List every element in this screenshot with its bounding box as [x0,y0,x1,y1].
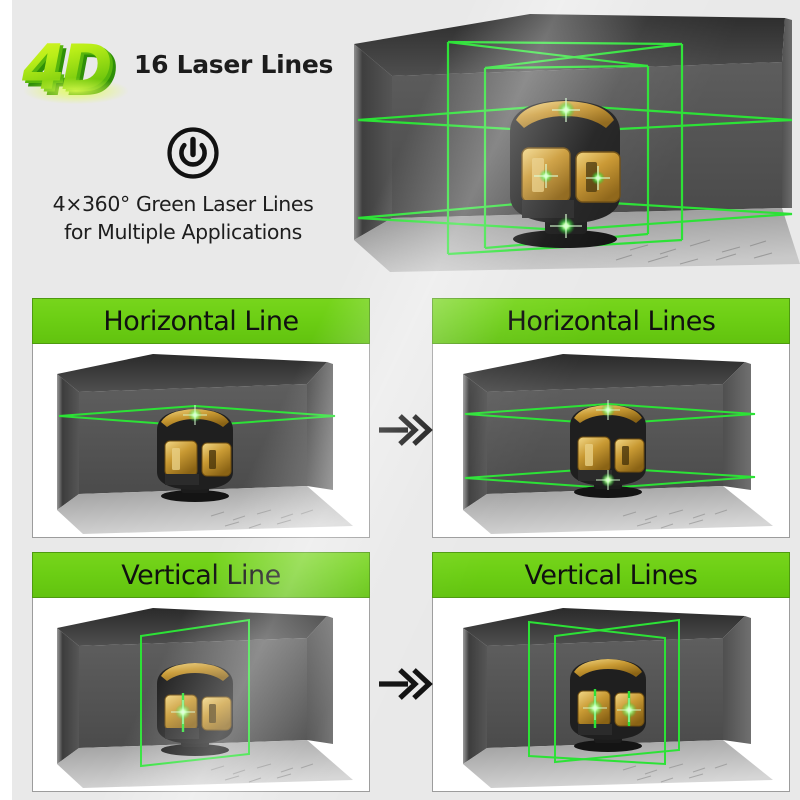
hero-section: 4D 4D 4D 16 Laser Lines 4×360° Green Las… [0,0,800,282]
panel-title: Vertical Line [121,559,281,591]
laser-device [510,98,621,248]
hero-scene [330,2,800,272]
scene-single-vertical [33,598,369,791]
panel-title: Horizontal Lines [506,305,716,337]
panel-header-horizontal-line: Horizontal Line [32,298,370,344]
scene-double-vertical [433,598,789,791]
panel-illustration-horizontal-lines [433,344,789,537]
panel-vertical-line[interactable]: Vertical Line [32,552,370,792]
panel-vertical-lines[interactable]: Vertical Lines [432,552,790,792]
panel-title: Vertical Lines [524,559,698,591]
panel-horizontal-line[interactable]: Horizontal Line [32,298,370,538]
subtitle-line-2: for Multiple Applications [64,220,302,244]
panel-title: Horizontal Line [103,305,299,337]
panel-header-vertical-lines: Vertical Lines [432,552,790,598]
hero-room-illustration [330,2,800,272]
page-title: 16 Laser Lines [134,50,334,79]
panel-header-vertical-line: Vertical Line [32,552,370,598]
scene-single-horizontal [33,344,369,537]
power-icon [166,126,220,180]
subtitle: 4×360° Green Laser Lines for Multiple Ap… [18,190,348,246]
logo-row: 4D 4D 4D 16 Laser Lines [22,32,342,110]
brand-4d-logo: 4D 4D 4D [22,32,130,110]
panel-horizontal-lines[interactable]: Horizontal Lines [432,298,790,538]
subtitle-line-1: 4×360° Green Laser Lines [52,192,314,216]
panel-illustration-horizontal-line [33,344,369,537]
panel-illustration-vertical-line [33,598,369,791]
panel-illustration-vertical-lines [433,598,789,791]
logo-face: 4D [22,32,130,104]
arrow-right-horizontal-icon [378,408,434,452]
arrow-right-vertical-icon [378,662,434,706]
scene-double-horizontal [433,344,789,537]
panel-header-horizontal-lines: Horizontal Lines [432,298,790,344]
intro-block: 4D 4D 4D 16 Laser Lines 4×360° Green Las… [18,18,348,258]
